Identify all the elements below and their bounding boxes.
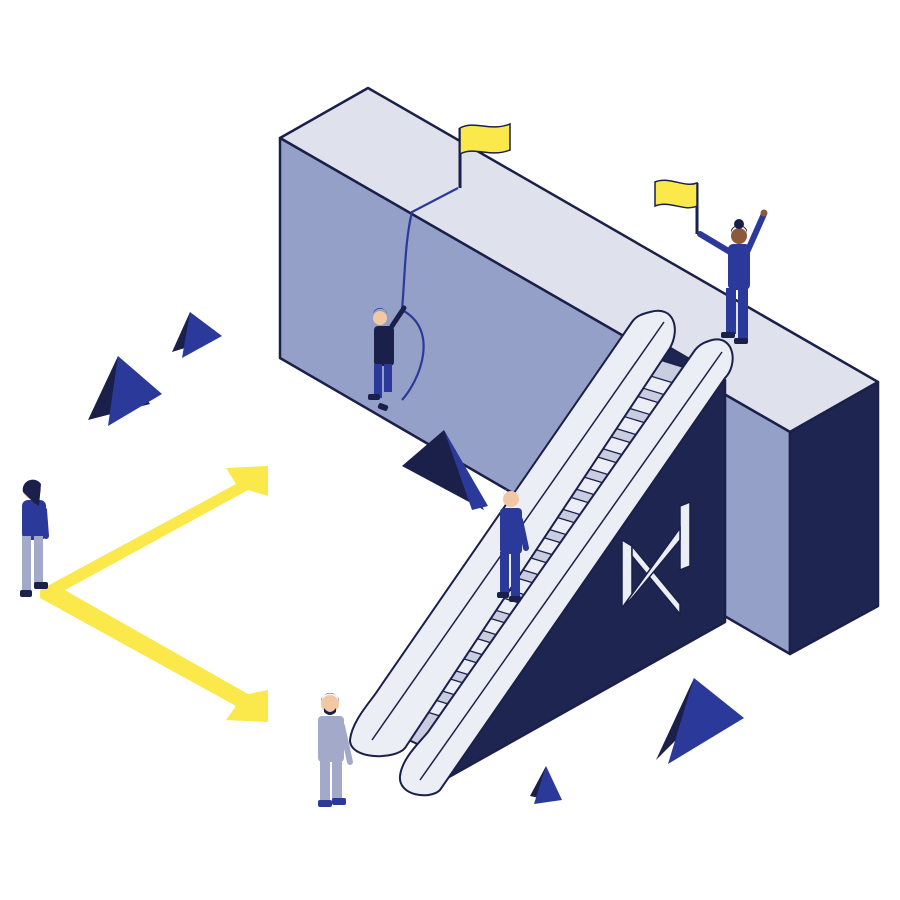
yellow-flag-left	[458, 122, 511, 188]
escalator-right-handrail	[398, 338, 734, 797]
woman-at-arrow-vertex	[20, 479, 49, 597]
climber-on-rope	[368, 305, 407, 411]
pyramid-left-large	[88, 356, 162, 426]
pyramid-right	[656, 678, 744, 764]
wall-side-face	[788, 380, 880, 656]
arrow-upper	[40, 466, 268, 596]
yellow-flag-right	[654, 179, 698, 209]
pyramid-bottom-small	[530, 766, 562, 804]
person-riding-escalator	[497, 488, 529, 602]
arrow-lower	[40, 584, 268, 722]
escalator	[348, 309, 734, 797]
infinity-logo	[621, 500, 691, 617]
man-at-escalator-base	[318, 693, 353, 807]
yellow-arrows	[40, 466, 268, 722]
pyramid-center	[402, 430, 488, 510]
woman-with-flag	[654, 179, 768, 344]
pyramid-left-small	[172, 312, 222, 358]
